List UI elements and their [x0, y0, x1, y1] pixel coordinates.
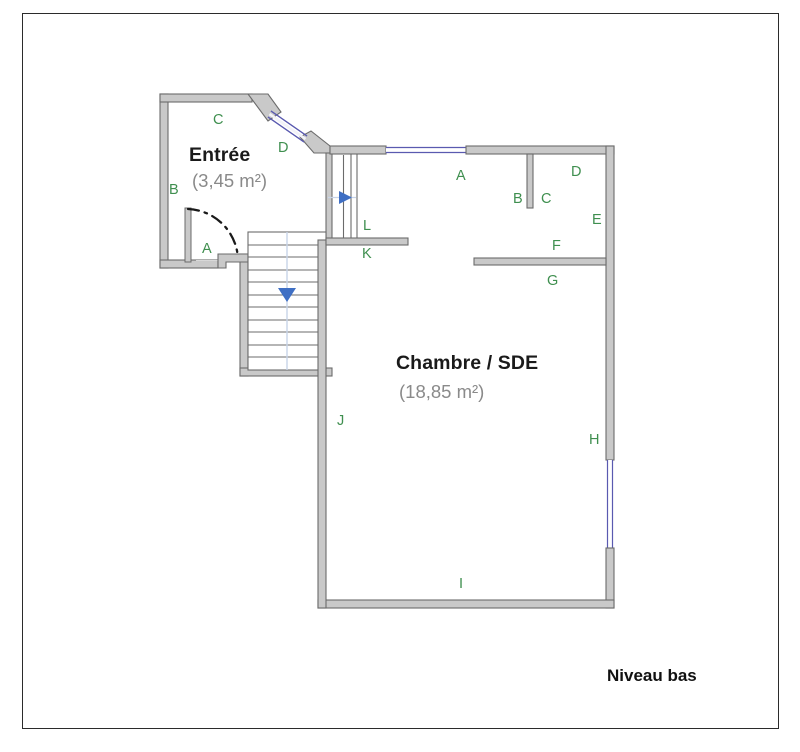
wall-chambre-top-right — [465, 145, 615, 155]
window-wall-a — [386, 146, 466, 154]
stair-down-arrow — [278, 288, 296, 302]
window-wall-h — [606, 460, 614, 548]
wall-chambre-right-upper — [605, 145, 615, 461]
wall-chambre-top-left — [329, 145, 387, 155]
wall-chambre-right-lower — [605, 547, 615, 609]
wall-partition-fg — [473, 257, 607, 266]
passage-arrow — [339, 191, 352, 204]
window-diagonal-d — [267, 110, 308, 143]
wall-chambre-bottom — [317, 599, 615, 609]
wall-partition-bc — [526, 153, 534, 209]
wall-entree-left — [159, 93, 169, 269]
staircase-outline — [217, 231, 333, 377]
wall-partition-k — [325, 237, 409, 246]
plan-frame-border — [22, 13, 779, 729]
wall-entree-diagonal — [246, 93, 331, 154]
wall-entree-top — [159, 93, 253, 103]
wall-chambre-left — [317, 239, 327, 609]
entry-door-swing-arc — [186, 207, 240, 263]
entry-door-leaf — [184, 207, 192, 263]
